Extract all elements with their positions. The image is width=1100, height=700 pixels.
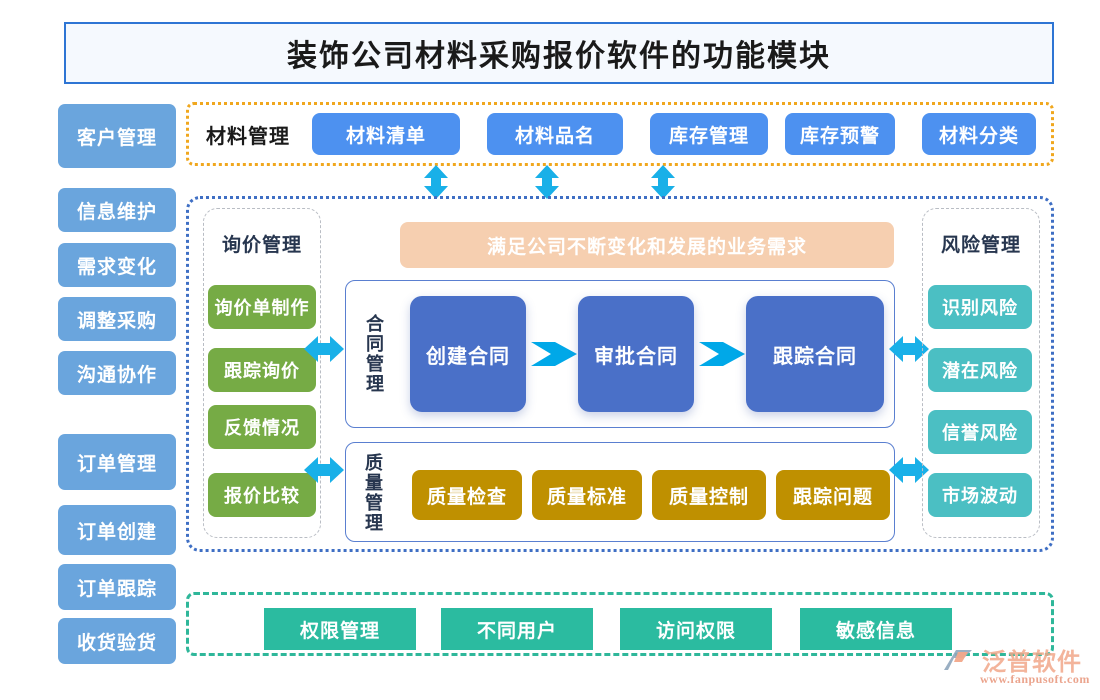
flow-arrow-right-icon: [531, 342, 577, 366]
different-users-button[interactable]: 不同用户: [441, 608, 593, 650]
risk-management-title: 风险管理: [940, 233, 1021, 256]
double-arrow-vertical-icon: [535, 165, 559, 199]
fanpu-logo-icon: [944, 650, 972, 670]
quality-control-button[interactable]: 质量控制: [652, 470, 766, 520]
feedback-status-button[interactable]: 反馈情况: [208, 405, 316, 449]
double-arrow-horizontal-icon: [889, 336, 929, 362]
button-label: 信誉风险: [942, 423, 1018, 444]
material-management-label: 材料管理: [206, 123, 290, 148]
risk-management-panel: [922, 208, 1040, 538]
button-label: 质量标准: [546, 485, 627, 508]
button-label: 权限管理: [299, 619, 380, 642]
sidebar-item-label: 调整采购: [76, 309, 157, 332]
quotation-comparison-button[interactable]: 报价比较: [208, 473, 316, 517]
quality-management-label: 质量管理: [362, 453, 383, 533]
access-permission-button[interactable]: 访问权限: [620, 608, 772, 650]
material-management-group: [186, 102, 1054, 166]
material-list-button[interactable]: 材料清单: [312, 113, 460, 155]
permission-group: [186, 592, 1054, 656]
reputation-risk-button[interactable]: 信誉风险: [928, 410, 1032, 454]
material-category-button[interactable]: 材料分类: [922, 113, 1036, 155]
inventory-management-button[interactable]: 库存管理: [650, 113, 768, 155]
button-label: 跟踪问题: [792, 485, 873, 508]
sidebar-item-label: 收货验货: [76, 631, 157, 654]
button-label: 库存预警: [799, 124, 880, 147]
sidebar-item-order-create[interactable]: 订单创建: [58, 505, 176, 555]
node-label: 审批合同: [594, 343, 678, 368]
issue-tracking-button[interactable]: 跟踪问题: [776, 470, 890, 520]
inquiry-management-panel: [203, 208, 321, 538]
button-label: 报价比较: [224, 486, 300, 507]
potential-risk-button[interactable]: 潜在风险: [928, 348, 1032, 392]
sidebar-item-label: 需求变化: [76, 255, 157, 278]
button-label: 识别风险: [942, 298, 1018, 319]
button-label: 材料分类: [938, 124, 1019, 147]
button-label: 反馈情况: [224, 418, 300, 439]
watermark-url: www.fanpusoft.com: [980, 672, 1090, 686]
sidebar-item-adjust-purchase[interactable]: 调整采购: [58, 297, 176, 341]
inquiry-management-title: 询价管理: [221, 233, 302, 256]
sidebar-item-label: 沟通协作: [76, 363, 157, 386]
sidebar-item-label: 订单管理: [76, 452, 157, 475]
flow-arrow-right-icon: [699, 342, 745, 366]
business-needs-banner: 满足公司不断变化和发展的业务需求: [400, 222, 894, 268]
inventory-alert-button[interactable]: 库存预警: [785, 113, 895, 155]
sidebar-item-communication[interactable]: 沟通协作: [58, 351, 176, 395]
button-label: 市场波动: [942, 486, 1018, 507]
double-arrow-horizontal-icon: [304, 336, 344, 362]
sidebar-item-label: 订单跟踪: [76, 577, 157, 600]
button-label: 敏感信息: [835, 619, 916, 642]
sidebar-item-label: 客户管理: [76, 126, 157, 149]
sidebar-item-goods-receipt[interactable]: 收货验货: [58, 618, 176, 664]
double-arrow-horizontal-icon: [889, 457, 929, 483]
sidebar-item-customer-management[interactable]: 客户管理: [58, 104, 176, 168]
track-contract-node[interactable]: 跟踪合同: [746, 296, 884, 412]
sidebar-item-order-management[interactable]: 订单管理: [58, 434, 176, 490]
create-contract-node[interactable]: 创建合同: [410, 296, 526, 412]
button-label: 询价单制作: [214, 298, 310, 319]
button-label: 库存管理: [668, 124, 749, 147]
inquiry-tracking-button[interactable]: 跟踪询价: [208, 348, 316, 392]
double-arrow-vertical-icon: [424, 165, 448, 199]
permission-management-button[interactable]: 权限管理: [264, 608, 416, 650]
market-volatility-button[interactable]: 市场波动: [928, 473, 1032, 517]
sidebar-item-label: 信息维护: [76, 200, 157, 223]
button-label: 潜在风险: [942, 361, 1018, 382]
page-title-bar: 装饰公司材料采购报价软件的功能模块: [64, 22, 1054, 84]
approve-contract-node[interactable]: 审批合同: [578, 296, 694, 412]
button-label: 材料清单: [345, 124, 426, 147]
sidebar-item-label: 订单创建: [76, 520, 157, 543]
inquiry-form-creation-button[interactable]: 询价单制作: [208, 285, 316, 329]
sidebar-item-order-tracking[interactable]: 订单跟踪: [58, 564, 176, 610]
contract-management-label: 合同管理: [363, 314, 384, 394]
quality-inspection-button[interactable]: 质量检查: [412, 470, 522, 520]
double-arrow-vertical-icon: [651, 165, 675, 199]
watermark-logo: 泛普软件 www.fanpusoft.com: [942, 640, 1092, 692]
sidebar-item-demand-change[interactable]: 需求变化: [58, 243, 176, 287]
page-title: 装饰公司材料采购报价软件的功能模块: [287, 39, 831, 74]
button-label: 访问权限: [655, 619, 736, 642]
double-arrow-horizontal-icon: [304, 457, 344, 483]
button-label: 质量控制: [668, 485, 749, 508]
identify-risk-button[interactable]: 识别风险: [928, 285, 1032, 329]
button-label: 跟踪询价: [224, 361, 300, 382]
button-label: 材料品名: [514, 124, 595, 147]
quality-standard-button[interactable]: 质量标准: [532, 470, 642, 520]
button-label: 不同用户: [476, 619, 557, 642]
node-label: 跟踪合同: [773, 343, 857, 368]
core-modules-group: [186, 196, 1054, 552]
watermark-brand: 泛普软件: [982, 647, 1082, 676]
material-name-button[interactable]: 材料品名: [487, 113, 623, 155]
button-label: 质量检查: [426, 485, 507, 508]
sensitive-info-button[interactable]: 敏感信息: [800, 608, 952, 650]
node-label: 创建合同: [426, 343, 510, 368]
sidebar-item-info-maintenance[interactable]: 信息维护: [58, 188, 176, 232]
